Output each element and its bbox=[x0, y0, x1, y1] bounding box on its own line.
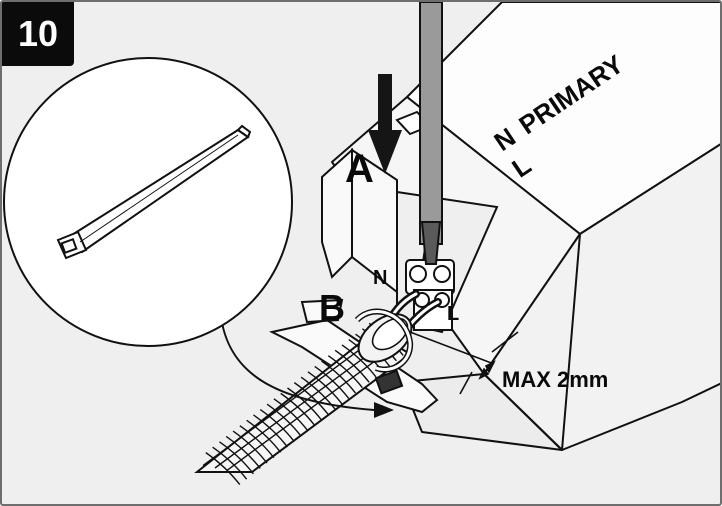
label-a: A bbox=[345, 147, 374, 191]
conduit-rib bbox=[205, 452, 241, 486]
conduit-rib bbox=[239, 425, 275, 459]
conduit-groove bbox=[226, 341, 401, 471]
conduit-rib bbox=[287, 387, 323, 421]
conduit-rib bbox=[212, 446, 248, 480]
corrugated-conduit bbox=[194, 313, 413, 486]
label-b: B bbox=[319, 287, 345, 328]
step-number-badge: 10 bbox=[2, 2, 74, 66]
screwdriver-icon bbox=[419, 2, 443, 265]
label-l-terminal: L bbox=[447, 303, 459, 325]
label-n-terminal: N bbox=[373, 267, 387, 289]
label-max-strip: MAX 2mm bbox=[502, 367, 608, 392]
conduit-groove bbox=[202, 337, 377, 467]
dimension-lines bbox=[409, 331, 519, 395]
conduit-rib bbox=[253, 414, 289, 448]
conduit-rib bbox=[225, 435, 261, 469]
conduit-rib bbox=[246, 419, 282, 453]
conduit-rib bbox=[280, 392, 316, 426]
terminal-block bbox=[405, 259, 455, 331]
conduit-rib bbox=[219, 441, 254, 475]
conduit-rib bbox=[259, 408, 295, 442]
curved-pointer-arrow bbox=[219, 306, 394, 418]
down-arrow-icon bbox=[368, 74, 402, 174]
conduit-rib bbox=[300, 376, 336, 410]
conduit-rib bbox=[266, 403, 302, 437]
applied-cable-tie bbox=[354, 308, 414, 395]
conduit-rib bbox=[293, 382, 329, 416]
cable-tie-icon bbox=[56, 124, 252, 260]
step-number: 10 bbox=[17, 13, 59, 54]
conduit-groove bbox=[214, 339, 389, 469]
conduit-rib bbox=[273, 398, 309, 432]
conduit-rib bbox=[232, 430, 268, 464]
conduit-rib bbox=[314, 365, 350, 399]
conduit-rib bbox=[307, 371, 343, 405]
